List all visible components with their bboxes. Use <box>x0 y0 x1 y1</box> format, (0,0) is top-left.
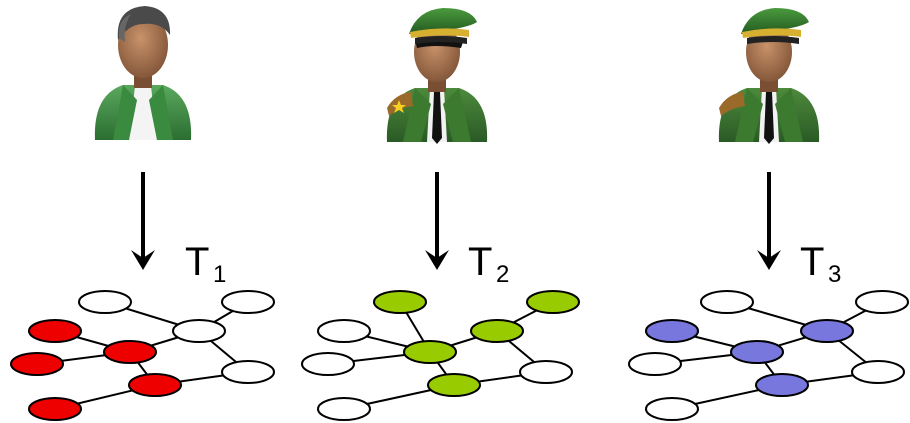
graph-node-highlighted <box>470 319 524 343</box>
panel-3: T 3 <box>628 8 909 421</box>
graph-node <box>519 360 573 384</box>
graph-node <box>172 319 226 343</box>
graph-node-highlighted <box>526 290 580 314</box>
graph-node-highlighted <box>427 373 481 397</box>
graph-node <box>317 319 371 343</box>
graph-node <box>78 290 132 314</box>
panel-2: T 2 <box>301 8 580 421</box>
graph-node <box>855 290 909 314</box>
network-graph-3 <box>628 290 909 421</box>
graph-node-highlighted <box>10 352 64 376</box>
military-officer-icon <box>386 8 488 144</box>
task-label-1: T 1 <box>185 240 226 288</box>
graph-node-highlighted <box>128 373 182 397</box>
network-graph-2 <box>301 290 580 421</box>
graph-node-highlighted <box>28 397 82 421</box>
graph-node-highlighted <box>645 319 699 343</box>
graph-node-highlighted <box>730 340 784 364</box>
graph-node-highlighted <box>800 319 854 343</box>
graph-node <box>628 352 682 376</box>
civilian-person-icon <box>94 6 192 140</box>
arrow-2 <box>425 172 449 270</box>
task-letter: T <box>468 240 492 284</box>
graph-node <box>645 397 699 421</box>
task-subscript: 1 <box>213 261 226 288</box>
graph-node <box>851 360 905 384</box>
graph-node-highlighted <box>103 340 157 364</box>
task-subscript: 2 <box>496 261 509 288</box>
graph-node <box>221 360 275 384</box>
military-officer-icon <box>718 8 820 144</box>
task-label-3: T 3 <box>800 240 841 288</box>
task-subscript: 3 <box>828 261 841 288</box>
panel-1: T 1 <box>10 6 275 421</box>
task-letter: T <box>185 240 209 284</box>
graph-node <box>317 397 371 421</box>
task-label-2: T 2 <box>468 240 509 288</box>
graph-node-highlighted <box>403 340 457 364</box>
arrow-3 <box>757 172 781 270</box>
graph-node-highlighted <box>28 319 82 343</box>
task-letter: T <box>800 240 824 284</box>
graph-node <box>301 352 355 376</box>
arrow-1 <box>131 172 155 270</box>
graph-node-highlighted <box>373 290 427 314</box>
network-graph-1 <box>10 290 275 421</box>
graph-node <box>221 290 275 314</box>
graph-node-highlighted <box>755 373 809 397</box>
graph-node <box>700 290 754 314</box>
